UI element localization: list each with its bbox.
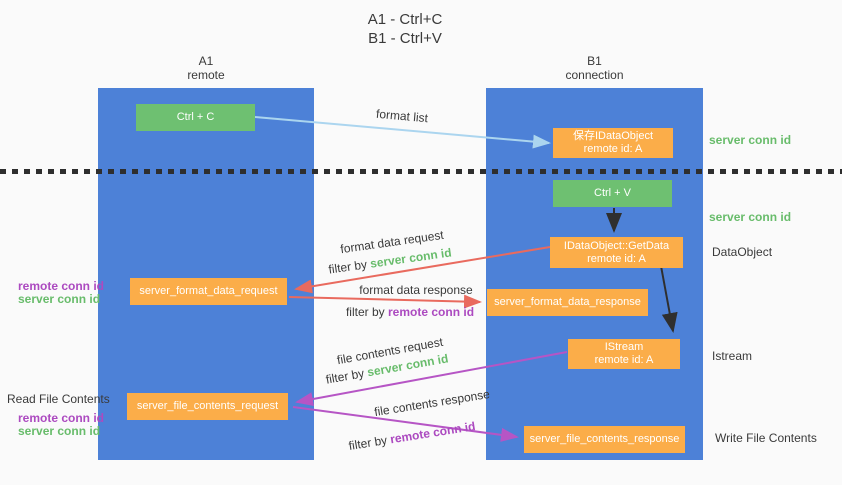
filter-prefix-2: filter by: [345, 305, 385, 319]
istream-line1: IStream: [604, 341, 644, 353]
format-data-response-label: format data response: [359, 283, 473, 297]
idataobject-getdata-box: IDataObject::GetData remote id: A: [550, 237, 683, 268]
getdata-line1: IDataObject::GetData: [563, 239, 670, 252]
server-conn-id-left-1: server conn id: [18, 292, 101, 306]
server-format-data-request-box: server_format_data_request: [130, 278, 287, 305]
filter-prefix-3: filter by: [324, 366, 366, 387]
lifeline-header-a1: A1 remote: [98, 54, 314, 82]
server-file-contents-request-label: server_file_contents_request: [136, 400, 279, 412]
istream-line2: remote id: A: [594, 354, 654, 366]
getdata-line2: remote id: A: [587, 252, 646, 265]
server-conn-id-top-right: server conn id: [709, 133, 792, 147]
server-format-data-response-label: server_format_data_response: [494, 296, 641, 308]
dataobject-annotation: DataObject: [712, 245, 773, 259]
filter-value-2: remote conn id: [388, 305, 475, 319]
filter-by-remote-conn-id-label-2: filter by remote conn id: [348, 419, 477, 453]
server-conn-id-mid-right: server conn id: [709, 210, 792, 224]
istream-annotation: Istream: [712, 349, 753, 363]
save-idataobject-box: 保存IDataObject remote id: A: [553, 128, 673, 158]
ctrl-v-box: Ctrl + V: [553, 180, 672, 207]
title-line-2: B1 - Ctrl+V: [368, 30, 442, 47]
title-line-1: A1 - Ctrl+C: [367, 11, 443, 28]
format-list-label: format list: [375, 106, 429, 126]
read-file-contents-annotation: Read File Contents: [7, 392, 110, 406]
save-idataobject-line1: 保存IDataObject: [572, 130, 654, 142]
file-contents-response-label: file contents response: [373, 386, 491, 420]
server-conn-id-left-2: server conn id: [18, 424, 101, 438]
lifeline-b1-name: B1: [587, 54, 602, 68]
istream-box: IStream remote id: A: [568, 339, 680, 369]
server-file-contents-request-box: server_file_contents_request: [127, 393, 288, 420]
lifeline-header-b1: B1 connection: [486, 54, 703, 82]
ctrl-c-box: Ctrl + C: [136, 104, 255, 131]
ctrl-c-label: Ctrl + C: [176, 111, 215, 123]
filter-prefix-1: filter by: [327, 257, 368, 277]
lifeline-b1-role: connection: [565, 68, 624, 82]
diagram-title: A1 - Ctrl+C B1 - Ctrl+V: [0, 10, 810, 48]
filter-prefix-4: filter by: [347, 433, 389, 453]
server-format-data-request-label: server_format_data_request: [139, 285, 278, 297]
server-format-data-response-box: server_format_data_response: [487, 289, 648, 316]
server-file-contents-response-box: server_file_contents_response: [524, 426, 685, 453]
save-idataobject-line2: remote id: A: [583, 143, 643, 155]
lifeline-a1-role: remote: [187, 68, 225, 82]
format-data-response-arrow: [288, 294, 482, 309]
server-file-contents-response-label: server_file_contents_response: [529, 433, 680, 445]
ctrl-v-label: Ctrl + V: [594, 187, 631, 199]
remote-conn-id-left-2: remote conn id: [18, 411, 105, 425]
lifeline-a1-name: A1: [198, 54, 214, 68]
filter-by-remote-conn-id-label-1: filter by remote conn id: [346, 305, 474, 319]
write-file-contents-annotation: Write File Contents: [715, 431, 817, 445]
filter-value-4: remote conn id: [389, 419, 477, 447]
session-separator-line: [0, 169, 842, 174]
remote-conn-id-left-1: remote conn id: [18, 279, 105, 293]
